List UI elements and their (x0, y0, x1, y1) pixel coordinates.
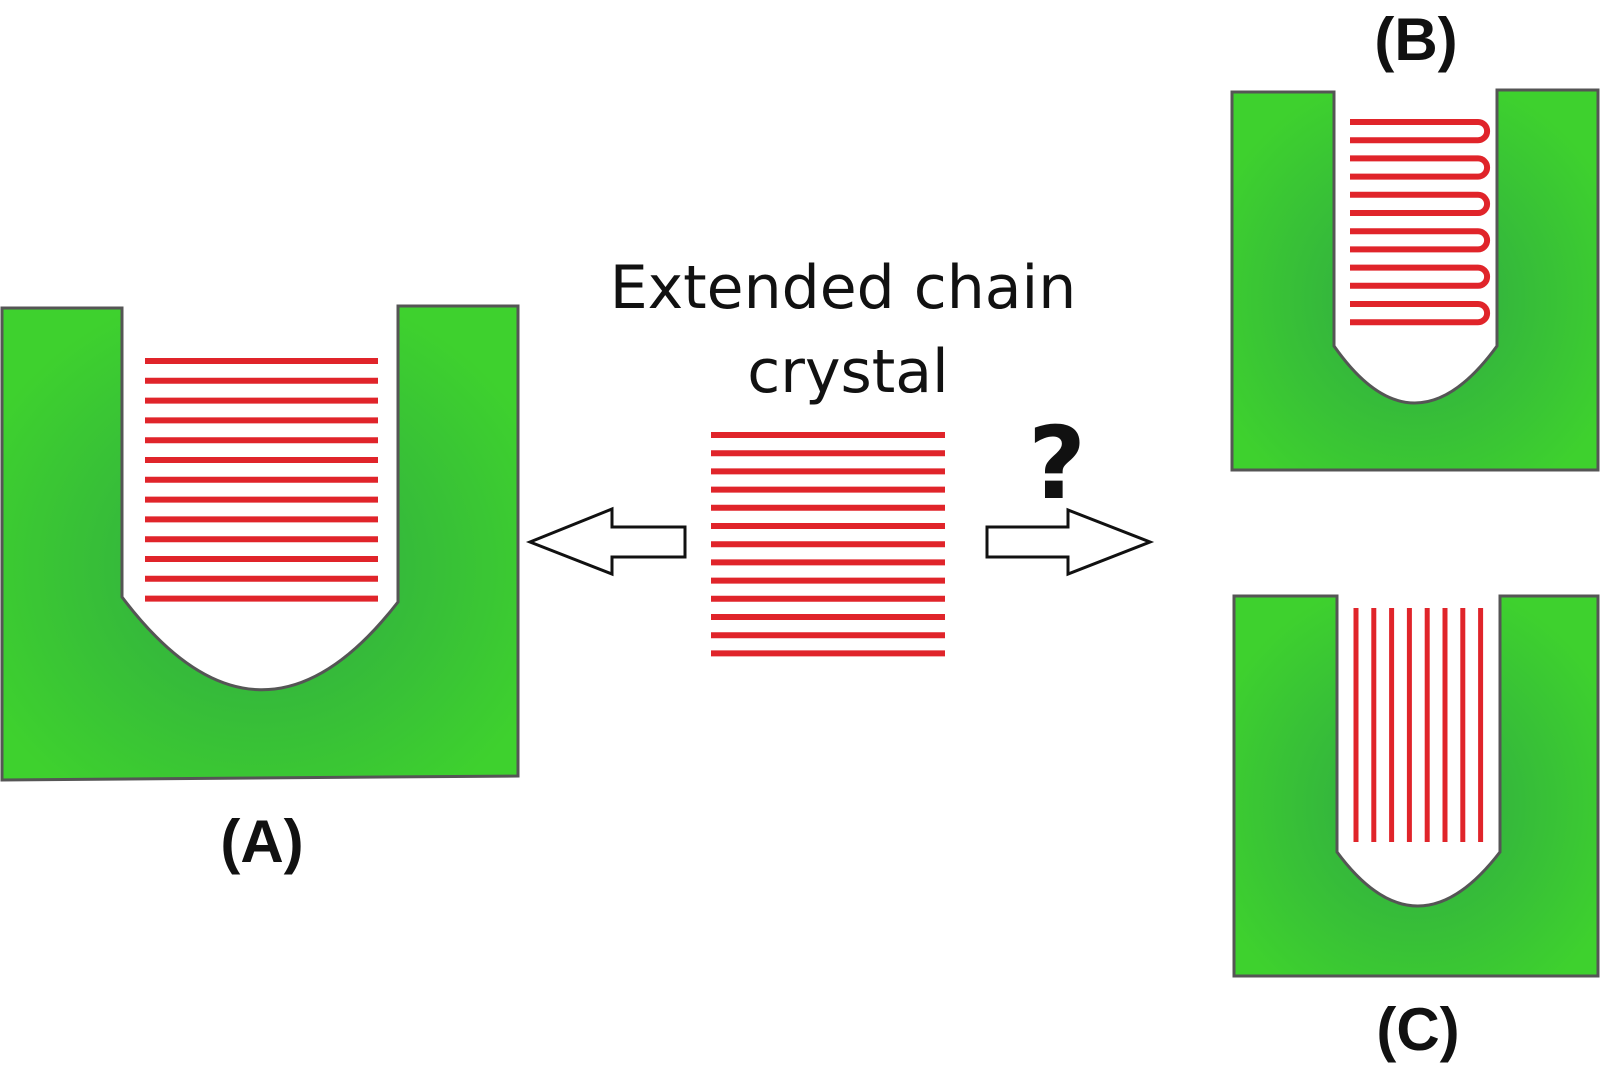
mold-b (1230, 88, 1600, 472)
center-title-line2: crystal (747, 337, 948, 407)
label-c: (C) (1376, 996, 1459, 1063)
mold-a (0, 304, 520, 782)
question-mark: ? (1028, 405, 1086, 522)
right-arrow-icon (985, 507, 1155, 577)
left-arrow-icon (525, 506, 687, 577)
center-title-line1: Extended chain (610, 253, 1077, 323)
mold-b-folded-chain (1350, 119, 1491, 326)
mold-a-chains (145, 358, 378, 602)
label-a: (A) (220, 808, 303, 875)
mold-c (1232, 594, 1600, 978)
mold-b-folded-chains (1350, 119, 1491, 326)
label-b: (B) (1374, 6, 1457, 73)
mold-c-vertical-chains (1353, 608, 1484, 842)
extended-chain-crystal (711, 432, 945, 657)
